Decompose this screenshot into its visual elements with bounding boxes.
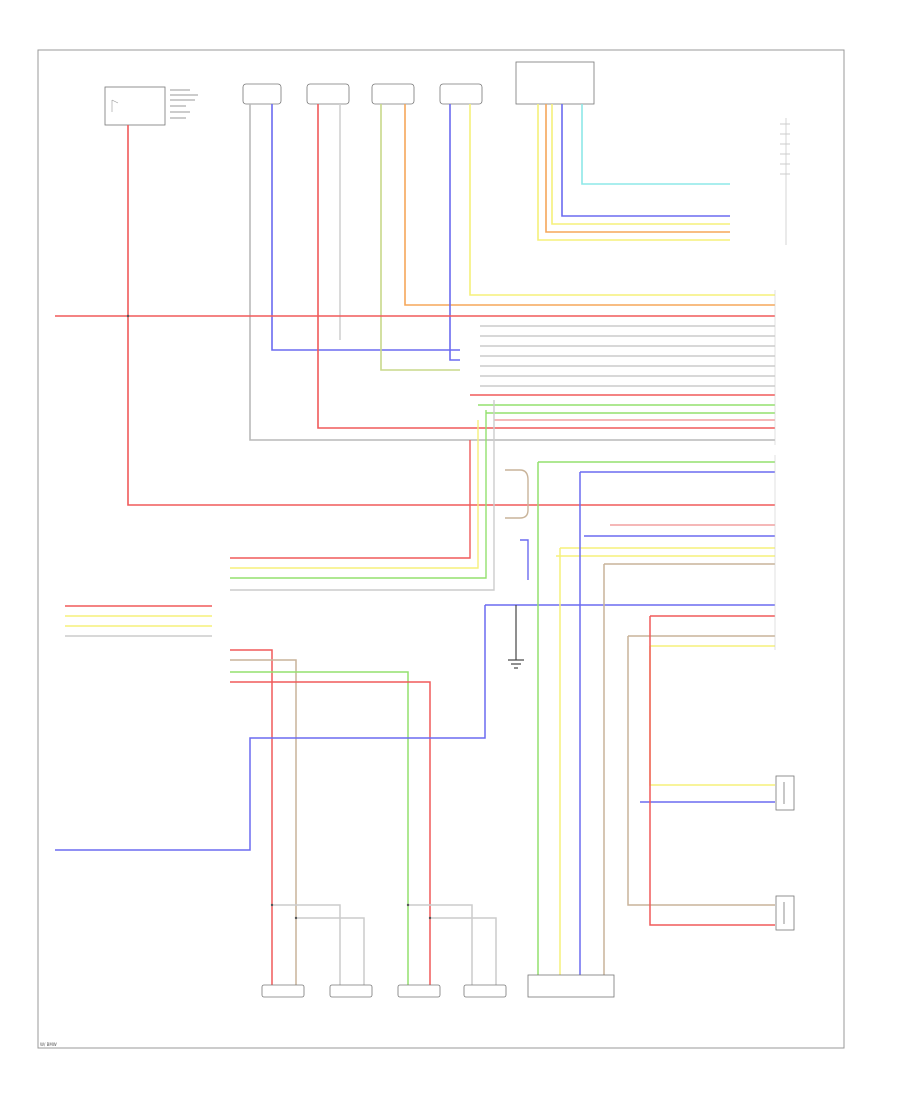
fuse-block: [104, 86, 198, 126]
radio-unit-block: [515, 61, 595, 105]
wire-group-lower: [55, 462, 775, 985]
subwoofer: [527, 974, 615, 998]
page-label: W/ BMW: [40, 1042, 57, 1047]
right-tweeter-speaker: [463, 984, 507, 998]
left-rear-speaker-connector-lower: [775, 775, 795, 811]
amp-connector-left: [65, 605, 212, 637]
diagram-frame: [37, 49, 845, 1049]
right-rear-speaker-connector: [371, 83, 415, 105]
left-tweeter-connector: [242, 83, 282, 105]
left-front-speaker: [261, 984, 305, 998]
ground-icon: [508, 605, 524, 669]
left-rear-speaker-connector: [439, 83, 483, 105]
wire-group-bus: [55, 315, 775, 647]
right-rear-speaker-connector-lower: [775, 895, 795, 931]
splice-points: [126, 314, 432, 920]
relay-switch: [505, 469, 529, 580]
amp-connector-upper: [230, 400, 495, 591]
right-front-speaker: [397, 984, 441, 998]
left-tweeter-speaker: [329, 984, 373, 998]
amplifier-connector-a: [780, 118, 790, 245]
right-tweeter-connector: [306, 83, 350, 105]
wire-group-top: [127, 104, 775, 506]
